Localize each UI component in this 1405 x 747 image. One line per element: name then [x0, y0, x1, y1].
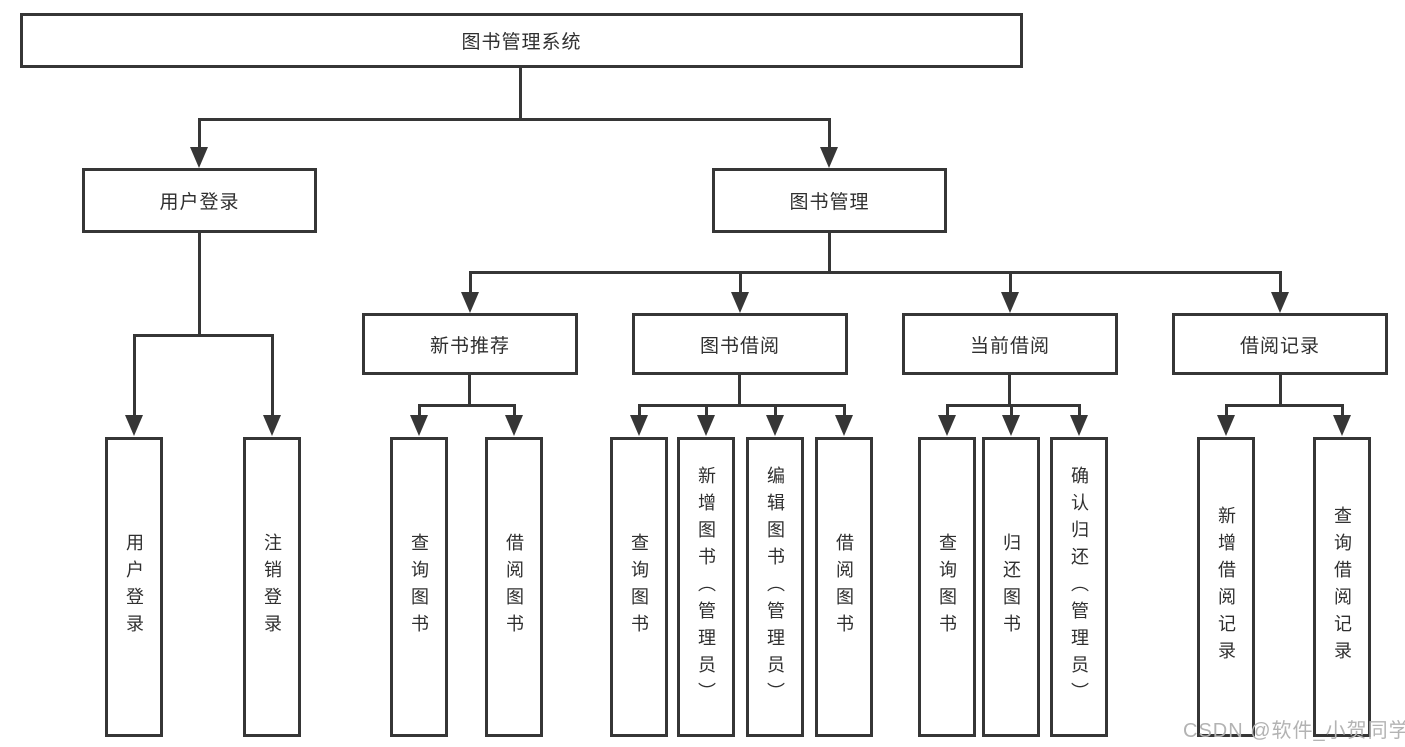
leaf-cb-confirm-return-admin: 确认归还（管理员）	[1050, 437, 1108, 737]
csdn-watermark: CSDN @软件_小贺同学	[1183, 720, 1405, 742]
connector-user-login-drop	[198, 233, 201, 336]
arrowhead-cb-confirm	[1070, 415, 1088, 436]
connector-new-book-drop	[468, 375, 471, 406]
arrowhead-br-add	[1217, 415, 1235, 436]
arrowhead-leaf-user-login	[125, 415, 143, 436]
arrowhead-new-book	[461, 292, 479, 313]
node-user-login: 用户登录	[82, 168, 317, 233]
node-new-book-recommend: 新书推荐	[362, 313, 578, 375]
leaf-user-login: 用户登录	[105, 437, 163, 737]
arrowhead-br-query	[1333, 415, 1351, 436]
connector-drop-bb-borrow	[843, 404, 846, 416]
connector-user-login-bus	[133, 334, 274, 337]
leaf-nb-query-books: 查询图书	[390, 437, 448, 737]
connector-book-borrow-drop	[738, 375, 741, 406]
leaf-nb-borrow-books: 借阅图书	[485, 437, 543, 737]
connector-drop-user-login	[198, 118, 201, 147]
connector-drop-new-book	[469, 271, 472, 294]
connector-book-borrow-bus	[638, 404, 845, 407]
connector-borrow-records-drop	[1279, 375, 1282, 406]
connector-drop-current-borrow	[1009, 271, 1012, 294]
node-book-management: 图书管理	[712, 168, 947, 233]
leaf-logout-login: 注销登录	[243, 437, 301, 737]
connector-current-borrow-bus	[946, 404, 1080, 407]
connector-drop-br-query	[1341, 404, 1344, 416]
connector-drop-nb-query	[418, 404, 421, 416]
connector-drop-cb-confirm	[1078, 404, 1081, 416]
connector-drop-leaf-logout	[271, 334, 274, 416]
connector-current-borrow-drop	[1008, 375, 1011, 406]
node-borrow-records: 借阅记录	[1172, 313, 1388, 375]
leaf-cb-query-books: 查询图书	[918, 437, 976, 737]
arrowhead-leaf-logout	[263, 415, 281, 436]
leaf-bb-query-books: 查询图书	[610, 437, 668, 737]
connector-root-bus	[198, 118, 831, 121]
arrowhead-cb-return	[1002, 415, 1020, 436]
arrowhead-bb-borrow	[835, 415, 853, 436]
connector-drop-book-management	[828, 118, 831, 147]
node-current-borrow: 当前借阅	[902, 313, 1118, 375]
connector-drop-cb-query	[946, 404, 949, 416]
connector-drop-bb-query	[638, 404, 641, 416]
leaf-bb-edit-books-admin: 编辑图书（管理员）	[746, 437, 804, 737]
arrowhead-borrow-records	[1271, 292, 1289, 313]
connector-drop-borrow-records	[1279, 271, 1282, 294]
arrowhead-nb-borrow	[505, 415, 523, 436]
arrowhead-cb-query	[938, 415, 956, 436]
connector-drop-leaf-user-login	[133, 334, 136, 416]
arrowhead-current-borrow	[1001, 292, 1019, 313]
arrowhead-bb-query	[630, 415, 648, 436]
arrowhead-bb-edit	[766, 415, 784, 436]
connector-book-mgmt-bus	[469, 271, 1282, 274]
arrowhead-book-management	[820, 147, 838, 168]
connector-root-drop	[519, 66, 522, 121]
leaf-cb-return-books: 归还图书	[982, 437, 1040, 737]
leaf-br-query-record: 查询借阅记录	[1313, 437, 1371, 737]
arrowhead-user-login	[190, 147, 208, 168]
connector-drop-cb-return	[1010, 404, 1013, 416]
leaf-br-add-record: 新增借阅记录	[1197, 437, 1255, 737]
leaf-bb-borrow-books: 借阅图书	[815, 437, 873, 737]
connector-drop-nb-borrow	[513, 404, 516, 416]
connector-new-book-bus	[418, 404, 516, 407]
connector-drop-br-add	[1225, 404, 1228, 416]
node-book-borrow: 图书借阅	[632, 313, 848, 375]
connector-borrow-records-bus	[1225, 404, 1344, 407]
connector-drop-bb-edit	[774, 404, 777, 416]
arrowhead-nb-query	[410, 415, 428, 436]
arrowhead-bb-add	[697, 415, 715, 436]
connector-book-mgmt-drop	[828, 233, 831, 274]
connector-drop-book-borrow	[739, 271, 742, 294]
leaf-bb-add-books-admin: 新增图书（管理员）	[677, 437, 735, 737]
connector-drop-bb-add	[705, 404, 708, 416]
node-library-management-system: 图书管理系统	[20, 13, 1023, 68]
arrowhead-book-borrow	[731, 292, 749, 313]
